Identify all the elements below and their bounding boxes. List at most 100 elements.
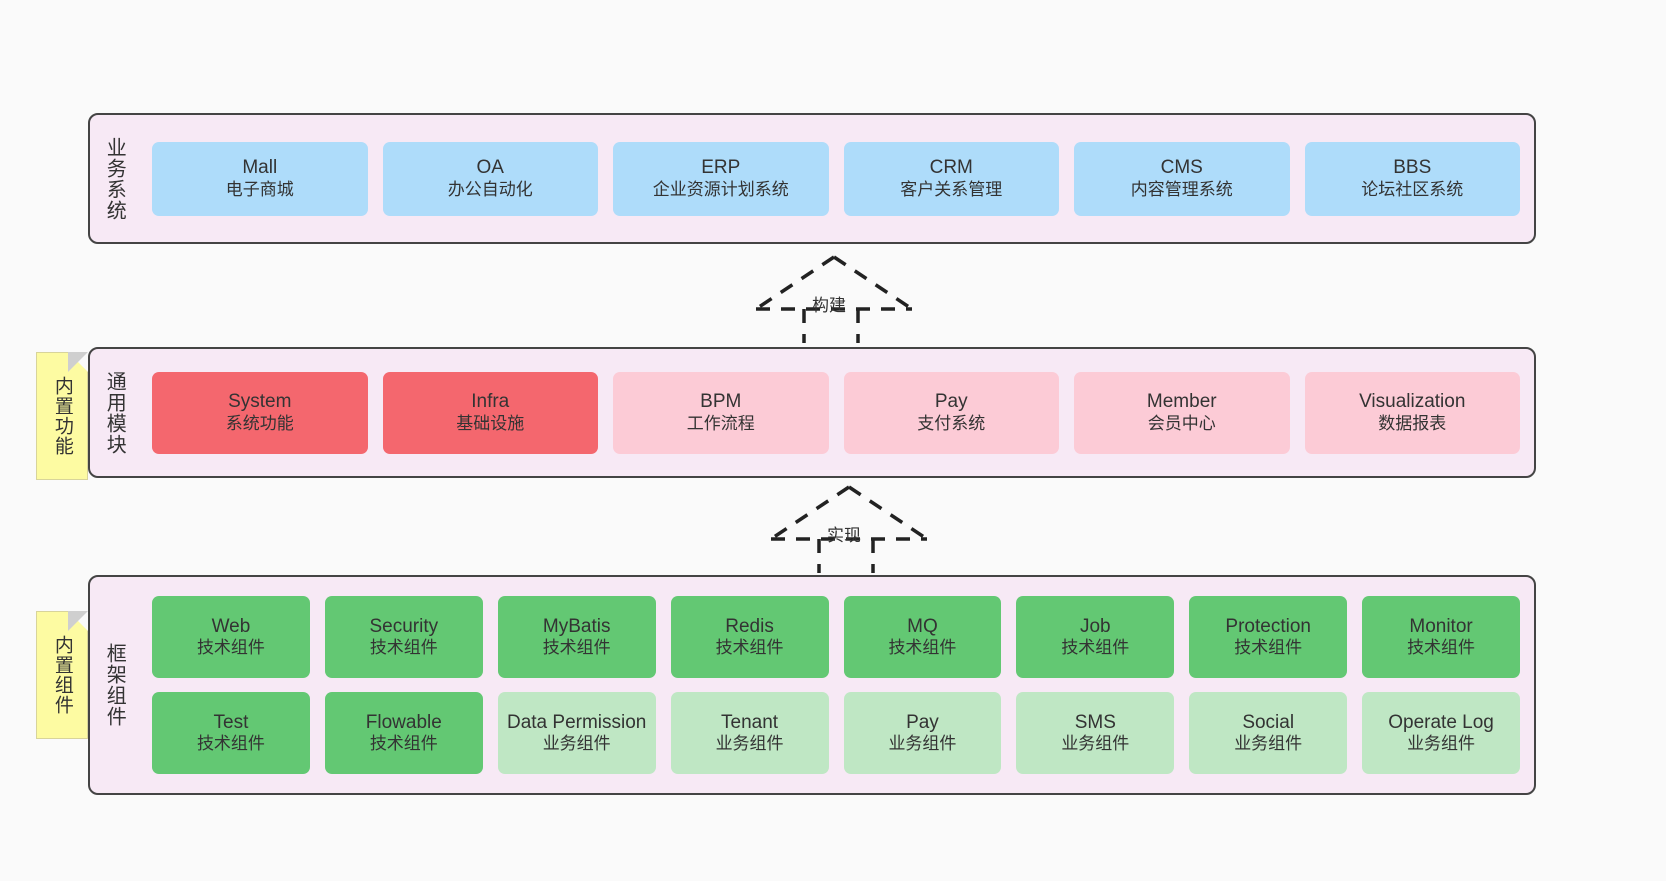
card-title-en: Test <box>213 711 249 733</box>
card-pay-module[interactable]: Pay 支付系统 <box>843 371 1059 454</box>
card-monitor[interactable]: Monitor 技术组件 <box>1362 596 1520 678</box>
card-tenant[interactable]: Tenant 业务组件 <box>670 692 829 774</box>
card-redis[interactable]: Redis 技术组件 <box>670 596 829 678</box>
card-title-cn: 办公自动化 <box>447 179 533 199</box>
card-title-en: CMS <box>1160 157 1203 179</box>
card-title-en: Job <box>1079 615 1111 637</box>
framework-row-business: Test 技术组件 Flowable 技术组件 Data Permission … <box>152 692 1520 774</box>
note-label: 内置功能 <box>51 376 73 456</box>
card-title-en: Pay <box>934 391 968 413</box>
card-title-en: CRM <box>929 157 973 179</box>
card-title-cn: 客户关系管理 <box>900 179 1003 199</box>
card-title-cn: 技术组件 <box>369 638 438 658</box>
card-title-cn: 技术组件 <box>715 638 784 658</box>
card-test[interactable]: Test 技术组件 <box>152 692 310 774</box>
layer-body-business: Mall 电子商城 OA 办公自动化 ERP 企业资源计划系统 CRM 客户关系… <box>138 115 1534 242</box>
card-title-en: Operate Log <box>1388 711 1494 733</box>
connector-implement-label: 实现 <box>827 526 861 545</box>
card-title-en: Flowable <box>365 711 442 733</box>
card-title-en: Security <box>369 615 439 637</box>
layer-title-framework: 框架组件 <box>103 643 126 727</box>
card-title-en: Redis <box>725 615 774 637</box>
card-bpm[interactable]: BPM 工作流程 <box>613 371 829 454</box>
card-pay-component[interactable]: Pay 业务组件 <box>843 692 1002 774</box>
card-system[interactable]: System 系统功能 <box>152 371 368 454</box>
card-title-en: Protection <box>1225 615 1311 637</box>
layer-body-framework: Web 技术组件 Security 技术组件 MyBatis 技术组件 Redi… <box>138 577 1534 793</box>
note-builtin-component[interactable]: 内置组件 <box>36 611 88 739</box>
card-title-cn: 业务组件 <box>542 734 611 754</box>
card-title-en: Tenant <box>721 711 779 733</box>
card-title-cn: 工作流程 <box>686 413 755 433</box>
card-title-cn: 技术组件 <box>1407 638 1476 658</box>
card-social[interactable]: Social 业务组件 <box>1189 692 1348 774</box>
card-title-cn: 业务组件 <box>1407 734 1476 754</box>
card-title-en: Pay <box>906 711 939 733</box>
layer-framework-components[interactable]: 框架组件 Web 技术组件 Security 技术组件 MyBatis 技术组件… <box>88 575 1536 795</box>
framework-row-tech: Web 技术组件 Security 技术组件 MyBatis 技术组件 Redi… <box>152 596 1520 678</box>
card-title-en: OA <box>476 157 504 179</box>
layer-title-business: 业务系统 <box>103 136 126 221</box>
card-visualization[interactable]: Visualization 数据报表 <box>1304 371 1520 454</box>
card-title-cn: 企业资源计划系统 <box>652 179 789 199</box>
card-bbs[interactable]: BBS 论坛社区系统 <box>1304 141 1520 216</box>
card-erp[interactable]: ERP 企业资源计划系统 <box>613 141 829 216</box>
card-mq[interactable]: MQ 技术组件 <box>843 596 1002 678</box>
card-title-cn: 内容管理系统 <box>1130 179 1233 199</box>
card-title-en: System <box>228 391 292 413</box>
card-title-cn: 会员中心 <box>1147 413 1216 433</box>
connector-implement-arrow <box>763 483 935 573</box>
card-title-en: Member <box>1146 391 1217 413</box>
card-title-cn: 业务组件 <box>1061 734 1130 754</box>
card-flowable[interactable]: Flowable 技术组件 <box>324 692 483 774</box>
card-title-cn: 系统功能 <box>225 413 294 433</box>
card-security[interactable]: Security 技术组件 <box>324 596 483 678</box>
card-data-permission[interactable]: Data Permission 业务组件 <box>497 692 656 774</box>
note-builtin-function[interactable]: 内置功能 <box>36 352 88 480</box>
connector-build-label: 构建 <box>812 296 846 315</box>
card-title-en: MQ <box>907 615 938 637</box>
connector-build-arrow <box>748 253 920 343</box>
card-infra[interactable]: Infra 基础设施 <box>382 371 598 454</box>
card-title-en: BPM <box>700 391 742 413</box>
card-title-cn: 技术组件 <box>542 638 611 658</box>
card-title-cn: 支付系统 <box>917 413 986 433</box>
card-oa[interactable]: OA 办公自动化 <box>382 141 598 216</box>
card-mybatis[interactable]: MyBatis 技术组件 <box>497 596 656 678</box>
card-cms[interactable]: CMS 内容管理系统 <box>1074 141 1290 216</box>
card-title-en: SMS <box>1074 711 1116 733</box>
card-title-en: Mall <box>242 157 278 179</box>
card-title-en: Data Permission <box>506 711 647 733</box>
card-title-cn: 技术组件 <box>1061 638 1130 658</box>
card-title-cn: 业务组件 <box>715 734 784 754</box>
card-web[interactable]: Web 技术组件 <box>152 596 310 678</box>
card-title-cn: 论坛社区系统 <box>1361 179 1464 199</box>
note-label: 内置组件 <box>51 635 73 715</box>
card-title-en: Social <box>1242 711 1295 733</box>
card-crm[interactable]: CRM 客户关系管理 <box>843 141 1059 216</box>
card-operate-log[interactable]: Operate Log 业务组件 <box>1362 692 1520 774</box>
card-title-cn: 业务组件 <box>888 734 957 754</box>
card-protection[interactable]: Protection 技术组件 <box>1189 596 1348 678</box>
card-title-en: MyBatis <box>542 615 611 637</box>
card-title-en: Web <box>211 615 251 637</box>
card-title-en: ERP <box>701 157 741 179</box>
card-title-cn: 技术组件 <box>369 734 438 754</box>
card-title-en: BBS <box>1393 157 1432 179</box>
card-title-en: Monitor <box>1409 615 1473 637</box>
layer-body-module: System 系统功能 Infra 基础设施 BPM 工作流程 Pay 支付系统… <box>138 349 1534 476</box>
layer-business-systems[interactable]: 业务系统 Mall 电子商城 OA 办公自动化 ERP 企业资源计划系统 CRM… <box>88 113 1536 244</box>
card-title-cn: 电子商城 <box>225 179 294 199</box>
card-title-cn: 技术组件 <box>196 734 265 754</box>
card-mall[interactable]: Mall 电子商城 <box>152 141 368 216</box>
card-title-en: Visualization <box>1359 391 1466 413</box>
card-title-cn: 数据报表 <box>1378 413 1447 433</box>
card-sms[interactable]: SMS 业务组件 <box>1016 692 1175 774</box>
layer-common-modules[interactable]: 通用模块 System 系统功能 Infra 基础设施 BPM 工作流程 Pay… <box>88 347 1536 478</box>
card-title-cn: 业务组件 <box>1234 734 1303 754</box>
card-job[interactable]: Job 技术组件 <box>1016 596 1175 678</box>
layer-title-module: 通用模块 <box>103 370 126 455</box>
card-member[interactable]: Member 会员中心 <box>1074 371 1290 454</box>
card-title-cn: 技术组件 <box>888 638 957 658</box>
card-title-cn: 技术组件 <box>196 638 265 658</box>
